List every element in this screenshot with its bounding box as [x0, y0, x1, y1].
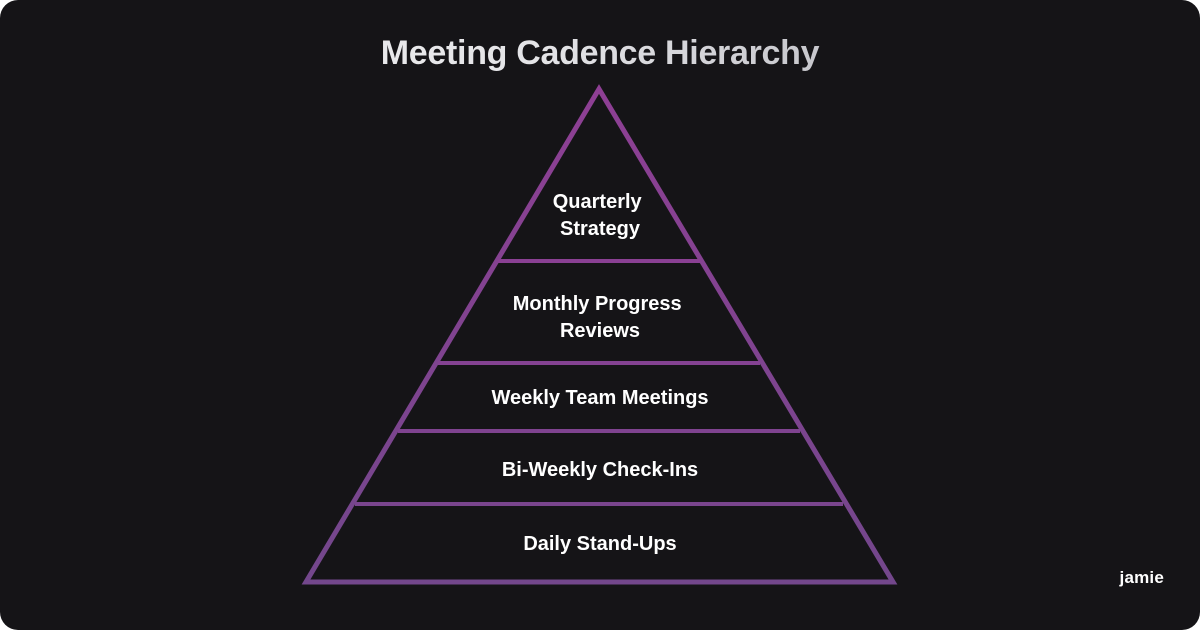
tier-label-daily-stand-ups: Daily Stand-Ups [523, 533, 676, 555]
tier-label-bi-weekly-check-ins: Bi-Weekly Check-Ins [502, 459, 698, 481]
diagram-title: Meeting Cadence Hierarchy [0, 30, 1200, 76]
tier-label-monthly-progress-reviews: Monthly Progress Reviews [513, 293, 687, 342]
tier-label-weekly-team-meetings: Weekly Team Meetings [491, 387, 708, 409]
pyramid-outline [301, 84, 898, 585]
tier-label-quarterly-strategy: Quarterly Strategy [553, 191, 648, 240]
brand-logo: jamie [1119, 568, 1164, 587]
